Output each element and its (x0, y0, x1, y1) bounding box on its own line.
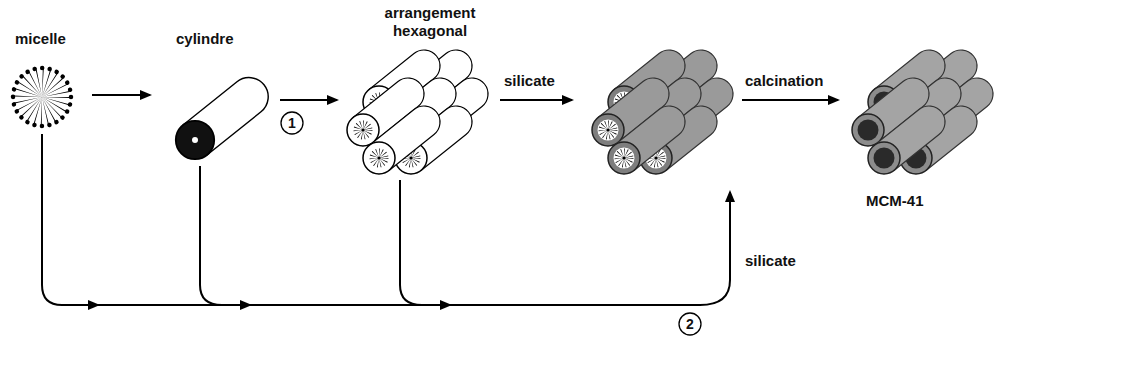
process-arrow (92, 94, 150, 96)
reagent-label: silicate (745, 252, 796, 270)
cylinder-figure (176, 78, 268, 160)
route-line (42, 134, 730, 305)
callout-number: 2 (686, 315, 694, 333)
coated-rod (608, 106, 685, 174)
silicate-composite (592, 50, 733, 174)
micelle-rod (363, 106, 440, 174)
callout-circle (281, 112, 303, 134)
process-arrow (742, 99, 838, 101)
callout-number: 1 (288, 114, 296, 132)
reagent-label: silicate (504, 72, 555, 90)
mcm41-figure (852, 50, 993, 174)
route-branch (400, 180, 450, 305)
callout-circle (679, 313, 701, 335)
micelle-heads (13, 68, 71, 126)
route-branch (200, 166, 250, 305)
pore-tube (868, 106, 945, 174)
micelle-figure (13, 68, 71, 126)
product-label: MCM-41 (866, 192, 924, 210)
hexagonal-bundle (347, 50, 488, 174)
process-arrow (500, 99, 572, 101)
figure-label: cylindre (176, 30, 234, 48)
figure-label: arrangement hexagonal (370, 4, 490, 40)
step-label: calcination (745, 72, 823, 90)
micelle-tails (28, 83, 56, 111)
process-arrow (280, 99, 337, 101)
route-arrowhead (62, 304, 98, 306)
figure-label: micelle (15, 30, 66, 48)
